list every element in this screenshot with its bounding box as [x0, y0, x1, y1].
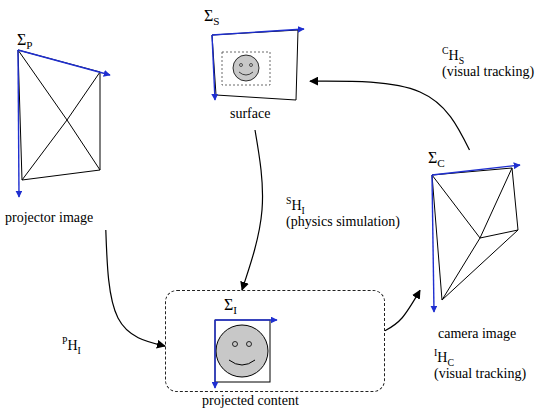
edge-label: IHC (visual tracking) [432, 350, 528, 382]
edge-label: PHI [60, 338, 83, 354]
image-node: ΣP projector image [5, 32, 117, 230]
projector-drawing [18, 50, 110, 197]
camera-drawing [432, 165, 520, 312]
transform-arrow [106, 230, 165, 346]
frame-symbol: ΣS [204, 8, 220, 24]
image-node: ΣC camera image [420, 150, 530, 345]
node-caption: camera image [438, 326, 516, 342]
frame-symbol: ΣC [428, 150, 445, 166]
transform-arrow [242, 130, 263, 290]
edge-label: SHI (physics simulation) [284, 198, 402, 230]
node-caption: projector image [5, 210, 93, 226]
node-caption: projected content [202, 393, 299, 409]
node-caption: surface [230, 106, 270, 122]
transform-arrow [310, 81, 470, 150]
frame-symbol: ΣP [17, 32, 33, 48]
content-drawing [215, 320, 277, 388]
frame-symbol: ΣI [224, 297, 237, 313]
transform-arrow [385, 290, 420, 330]
content-frame: ΣIprojected content [165, 290, 385, 392]
edge-label: CHS (visual tracking) [440, 48, 536, 80]
surface-drawing [212, 29, 304, 100]
image-node: ΣS surface [200, 8, 310, 130]
